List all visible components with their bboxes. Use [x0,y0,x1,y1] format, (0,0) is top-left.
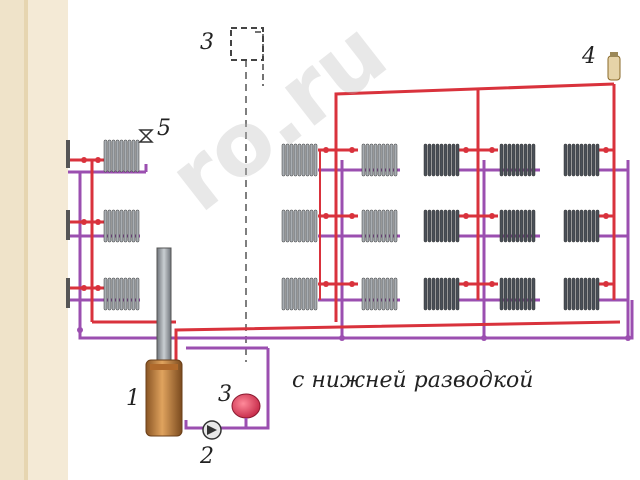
left-wall-brackets [66,140,70,308]
radiator-r2-c5 [563,209,600,243]
valve-markers [81,147,609,291]
radiator-r1-c3 [423,143,460,177]
return-valve-markers [77,327,631,341]
label-expansion-tank-open: 3 [200,30,214,55]
closed-expansion-tank [231,393,261,428]
radiator-r3-c1 [281,277,318,311]
radiator-r3-c2 [361,277,398,311]
label-pump: 2 [200,444,214,469]
radiator-r1-c5 [563,143,600,177]
radiator-r1-c1 [281,143,318,177]
radiator-r2-c2 [361,209,398,243]
background-strips [0,0,68,480]
label-boiler: 1 [126,386,140,411]
air-vent [607,52,621,81]
mayevsky-valve [138,129,154,143]
radiator-left-floor2 [103,209,140,243]
radiator-r1-c2 [361,143,398,177]
radiator-r2-c4 [499,209,536,243]
label-mayevsky-valve: 5 [157,116,171,141]
radiator-r1-c4 [499,143,536,177]
label-air-vent: 4 [582,44,596,69]
radiator-left-floor3 [103,139,140,173]
radiator-r3-c5 [563,277,600,311]
circulation-pump [202,420,222,440]
radiators [103,139,600,311]
boiler [145,247,183,437]
radiator-r2-c3 [423,209,460,243]
radiator-r2-c1 [281,209,318,243]
radiator-r3-c4 [499,277,536,311]
radiator-r3-c3 [423,277,460,311]
diagram-caption: с нижней разводкой [292,368,534,393]
open-expansion-tank [230,27,264,86]
label-expansion-tank-closed: 3 [218,382,232,407]
radiator-left-floor1 [103,277,140,311]
